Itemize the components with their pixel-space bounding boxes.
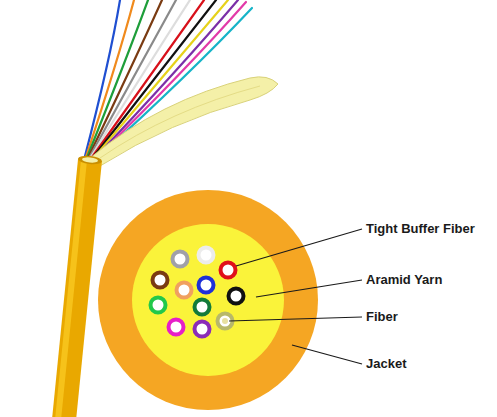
yarn-texture [100,86,260,158]
jacket-ring [98,190,318,410]
aramid-yarn-bundle [90,77,278,166]
callout-label: Aramid Yarn [366,272,442,288]
cable-jacket [64,160,90,417]
callout-label: Jacket [366,356,406,372]
jacket-end [78,155,103,165]
fiber-core [222,318,228,324]
callout-label: Fiber [366,309,398,325]
tight-buffer-fibers [151,248,244,337]
jacket-highlight [58,160,84,417]
jacket-opening [82,157,98,164]
callout-label: Tight Buffer Fiber [366,221,475,237]
leader-lines [229,229,362,364]
aramid-yarn-area [132,224,284,376]
fiber-strands [84,0,252,160]
